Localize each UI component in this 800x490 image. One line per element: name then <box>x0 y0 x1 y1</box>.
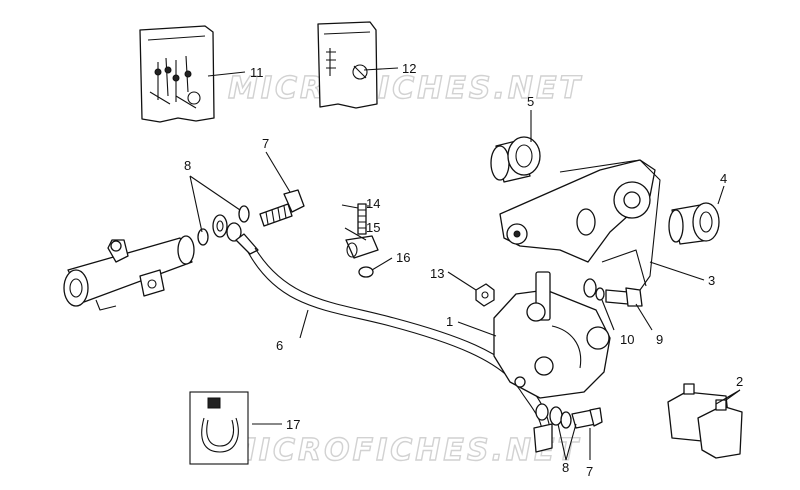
callout-5: 5 <box>527 94 534 109</box>
callout-13: 13 <box>430 266 444 281</box>
part-3-caliper-bracket <box>499 159 661 291</box>
callout-8-bottom: 8 <box>562 460 569 475</box>
part-4-bushing <box>668 202 720 245</box>
callout-12: 12 <box>402 61 416 76</box>
part-8-washers-top <box>197 205 250 246</box>
callout-7-top: 7 <box>262 136 269 151</box>
part-11-parts-bag <box>139 25 215 123</box>
callout-6: 6 <box>276 338 283 353</box>
part-6-brake-hose <box>247 247 553 453</box>
part-1-brake-caliper <box>493 271 611 399</box>
callout-4: 4 <box>720 171 727 186</box>
part-17-hose-clamp <box>189 391 249 465</box>
callouts: 11 12 5 4 3 8 7 14 15 16 13 1 9 10 6 2 1… <box>184 61 743 479</box>
part-5-bushing <box>490 136 541 183</box>
leader-lines <box>189 67 741 461</box>
callout-7-bottom: 7 <box>586 464 593 479</box>
callout-3: 3 <box>708 273 715 288</box>
part-13-nut <box>475 283 495 307</box>
callout-2: 2 <box>736 374 743 389</box>
callout-8-top: 8 <box>184 158 191 173</box>
callout-10: 10 <box>620 332 634 347</box>
callout-14: 14 <box>366 196 380 211</box>
part-16-nut <box>358 266 374 278</box>
part-8-washers-bottom <box>535 403 572 429</box>
part-9-bolt <box>605 287 643 307</box>
part-2-brake-pads <box>667 383 743 459</box>
callout-9: 9 <box>656 332 663 347</box>
part-12-small-bag <box>317 21 378 109</box>
part-10-washer <box>583 278 605 301</box>
master-cylinder <box>63 235 195 311</box>
banjo-fitting <box>226 222 259 255</box>
watermark-top: MICROFICHES.NET <box>228 71 583 106</box>
callout-16: 16 <box>396 250 410 265</box>
callout-17: 17 <box>286 417 300 432</box>
callout-15: 15 <box>366 220 380 235</box>
callout-1: 1 <box>446 314 453 329</box>
watermark-bottom: MICROFICHES.NET <box>226 433 581 468</box>
part-14-bolt <box>357 203 367 235</box>
callout-11: 11 <box>250 65 264 80</box>
part-7-banjo-bolt-top <box>259 189 305 227</box>
part-15-clamp <box>345 235 379 259</box>
part-7-banjo-bolt-bottom <box>571 407 603 429</box>
